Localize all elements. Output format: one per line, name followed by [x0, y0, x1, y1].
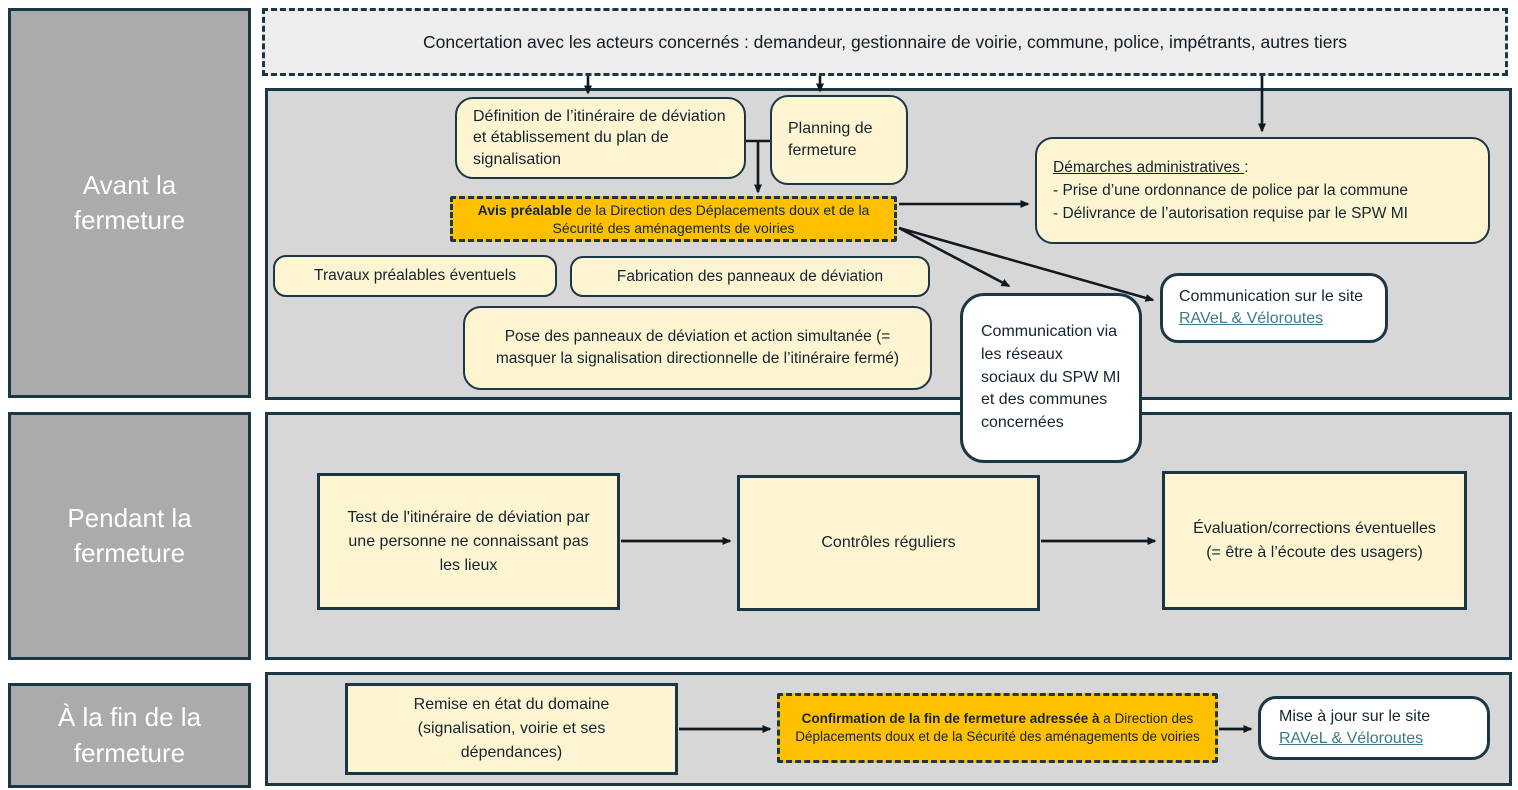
- node-mise-a-jour-site-text: Mise à jour sur le site RAVeL & Vélorout…: [1279, 706, 1469, 751]
- node-fabrication-panneaux: Fabrication des panneaux de déviation: [570, 256, 930, 297]
- ravel-veloroutes-link-2[interactable]: RAVeL & Véloroutes: [1279, 730, 1424, 747]
- confirmation-bold: Confirmation de la fin de fermeture adre…: [801, 710, 1100, 726]
- node-confirmation-fin-fermeture: Confirmation de la fin de fermeture adre…: [777, 693, 1218, 763]
- node-avis-prealable-text: Avis préalable de la Direction des Dépla…: [463, 201, 884, 237]
- node-confirmation-fin-fermeture-text: Confirmation de la fin de fermeture adre…: [792, 710, 1203, 746]
- node-remise-en-etat-text: Remise en état du domaine (signalisation…: [413, 696, 610, 761]
- demarches-item-1: - Prise d’une ordonnance de police par l…: [1053, 181, 1408, 199]
- avis-prealable-bold: Avis préalable: [477, 201, 573, 218]
- node-travaux-prealables: Travaux préalables éventuels: [273, 255, 557, 297]
- node-pose-panneaux: Pose des panneaux de déviation et action…: [463, 306, 932, 390]
- node-controles-reguliers-text: Contrôles réguliers: [821, 534, 956, 551]
- node-definition-itineraire-text: Définition de l’itinéraire de déviation …: [473, 107, 726, 168]
- node-communication-reseaux-sociaux-text: Communication via les réseaux sociaux du…: [981, 323, 1121, 432]
- node-test-itineraire: Test de l'itinéraire de déviation par un…: [317, 473, 620, 610]
- node-travaux-prealables-text: Travaux préalables éventuels: [314, 267, 516, 284]
- node-test-itineraire-text: Test de l'itinéraire de déviation par un…: [347, 508, 590, 574]
- node-planning-fermeture: Planning de fermeture: [770, 95, 908, 185]
- node-planning-fermeture-text: Planning de fermeture: [788, 119, 873, 159]
- node-communication-site-text: Communication sur le site RAVeL & Véloro…: [1179, 286, 1369, 331]
- phase-label-pendant: Pendant la fermeture: [8, 412, 251, 660]
- node-demarches-administratives-text: Démarches administratives : - Prise d’un…: [1053, 156, 1472, 226]
- node-communication-reseaux-sociaux: Communication via les réseaux sociaux du…: [960, 293, 1142, 463]
- concertation-text: Concertation avec les acteurs concernés …: [422, 31, 1348, 52]
- node-avis-prealable: Avis préalable de la Direction des Dépla…: [450, 196, 897, 242]
- node-controles-reguliers: Contrôles réguliers: [737, 475, 1040, 611]
- communication-site-prefix: Communication sur le site: [1179, 287, 1364, 305]
- node-definition-itineraire: Définition de l’itinéraire de déviation …: [455, 97, 746, 179]
- avis-prealable-rest: de la Direction des Déplacements doux et…: [552, 201, 870, 236]
- node-fabrication-panneaux-text: Fabrication des panneaux de déviation: [616, 267, 884, 285]
- concertation-box: Concertation avec les acteurs concernés …: [262, 8, 1508, 76]
- demarches-title-line: Démarches administratives :: [1053, 156, 1472, 179]
- confirmation-rest: a Direction des Déplacements doux et de …: [795, 710, 1200, 744]
- node-communication-site: Communication sur le site RAVeL & Véloro…: [1160, 273, 1388, 343]
- node-remise-en-etat: Remise en état du domaine (signalisation…: [345, 683, 678, 775]
- demarches-colon: :: [1244, 158, 1249, 176]
- phase-label-fin-text: À la fin de la fermeture: [57, 702, 202, 768]
- node-mise-a-jour-site: Mise à jour sur le site RAVeL & Vélorout…: [1258, 696, 1490, 760]
- phase-label-fin: À la fin de la fermeture: [8, 683, 251, 788]
- node-evaluation-corrections: Évaluation/corrections éventuelles (= êt…: [1162, 471, 1467, 610]
- mise-a-jour-line1: Mise à jour sur le site: [1279, 707, 1431, 725]
- phase-label-avant-text: Avant la fermeture: [73, 169, 186, 235]
- demarches-item-2: - Délivrance de l’autorisation requise p…: [1053, 205, 1408, 223]
- phase-label-avant: Avant la fermeture: [8, 8, 251, 398]
- node-demarches-administratives: Démarches administratives : - Prise d’un…: [1035, 137, 1490, 244]
- demarches-title: Démarches administratives: [1053, 158, 1245, 176]
- ravel-veloroutes-link[interactable]: RAVeL & Véloroutes: [1179, 310, 1324, 327]
- phase-label-pendant-text: Pendant la fermeture: [67, 502, 192, 568]
- node-evaluation-corrections-text: Évaluation/corrections éventuelles (= êt…: [1193, 519, 1436, 561]
- node-pose-panneaux-text: Pose des panneaux de déviation et action…: [495, 327, 900, 367]
